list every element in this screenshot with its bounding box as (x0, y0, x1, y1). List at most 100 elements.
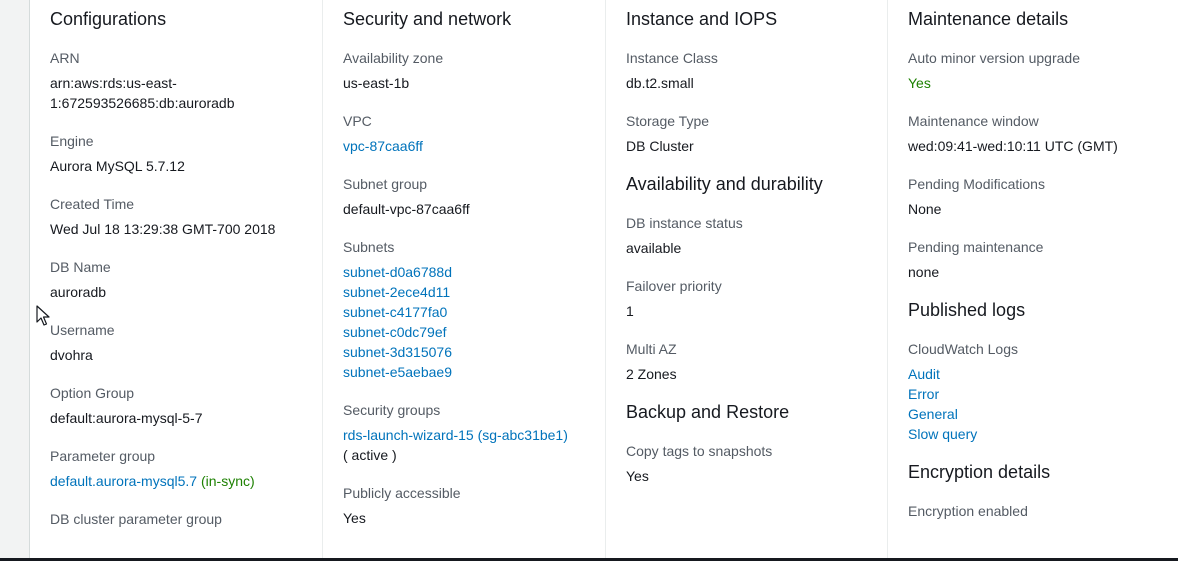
log-link-general[interactable]: General (908, 406, 958, 422)
arn-label: ARN (50, 50, 80, 66)
created-time-field: Created Time Wed Jul 18 13:29:38 GMT-700… (50, 195, 322, 239)
subnet-group-value: default-vpc-87caa6ff (343, 201, 470, 217)
pending-maintenance-field: Pending maintenance none (908, 238, 1178, 282)
engine-field: Engine Aurora MySQL 5.7.12 (50, 132, 322, 176)
subnet-group-label: Subnet group (343, 176, 428, 192)
subnet-link[interactable]: subnet-2ece4d11 (343, 284, 451, 300)
log-link-audit[interactable]: Audit (908, 366, 940, 382)
publicly-accessible-label: Publicly accessible (343, 485, 461, 501)
encryption-enabled-field: Encryption enabled (908, 502, 1178, 520)
parameter-group-status: (in-sync) (200, 473, 255, 489)
configurations-column: Configurations ARN arn:aws:rds:us-east- … (30, 0, 322, 558)
published-logs-title: Published logs (908, 300, 1026, 320)
instance-iops-title: Instance and IOPS (626, 9, 778, 29)
copy-tags-value: Yes (626, 468, 649, 484)
mouse-cursor-icon (36, 305, 50, 326)
auto-minor-upgrade-value: Yes (908, 75, 931, 91)
arn-field: ARN arn:aws:rds:us-east- 1:672593526685:… (50, 49, 322, 113)
copy-tags-field: Copy tags to snapshots Yes (626, 442, 887, 486)
multi-az-field: Multi AZ 2 Zones (626, 340, 887, 384)
subnet-link[interactable]: subnet-3d315076 (343, 344, 452, 360)
security-network-column: Security and network Availability zone u… (322, 0, 605, 558)
option-group-label: Option Group (50, 385, 135, 401)
subnet-group-field: Subnet group default-vpc-87caa6ff (343, 175, 605, 219)
arn-value: arn:aws:rds:us-east- 1:672593526685:db:a… (50, 73, 322, 113)
availability-durability-title: Availability and durability (626, 174, 823, 194)
subnet-link[interactable]: subnet-c0dc79ef (343, 324, 447, 340)
failover-priority-label: Failover priority (626, 278, 722, 294)
pending-modifications-field: Pending Modifications None (908, 175, 1178, 219)
availability-zone-field: Availability zone us-east-1b (343, 49, 605, 93)
security-group-link[interactable]: rds-launch-wizard-15 (sg-abc31be1) (343, 427, 568, 443)
parameter-group-value: default.aurora-mysql5.7 (in-sync) (50, 471, 322, 491)
subnet-link[interactable]: subnet-d0a6788d (343, 264, 452, 280)
engine-value: Aurora MySQL 5.7.12 (50, 158, 185, 174)
log-link-slow-query[interactable]: Slow query (908, 426, 978, 442)
vpc-field: VPC vpc-87caa6ff (343, 112, 605, 156)
storage-type-value: DB Cluster (626, 138, 694, 154)
created-time-value: Wed Jul 18 13:29:38 GMT-700 2018 (50, 221, 276, 237)
backup-restore-title: Backup and Restore (626, 402, 790, 422)
db-name-label: DB Name (50, 259, 111, 275)
subnets-label: Subnets (343, 239, 395, 255)
details-panel: Configurations ARN arn:aws:rds:us-east- … (29, 0, 1178, 558)
multi-az-value: 2 Zones (626, 366, 677, 382)
pending-modifications-value: None (908, 201, 942, 217)
created-time-label: Created Time (50, 196, 135, 212)
multi-az-label: Multi AZ (626, 341, 677, 357)
auto-minor-upgrade-field: Auto minor version upgrade Yes (908, 49, 1178, 93)
security-groups-value: rds-launch-wizard-15 (sg-abc31be1) ( act… (343, 425, 605, 465)
failover-priority-value: 1 (626, 303, 634, 319)
parameter-group-link[interactable]: default.aurora-mysql5.7 (50, 473, 198, 489)
failover-priority-field: Failover priority 1 (626, 277, 887, 321)
cloudwatch-logs-list: Audit Error General Slow query (908, 364, 1178, 444)
log-link-error[interactable]: Error (908, 386, 940, 402)
encryption-enabled-label: Encryption enabled (908, 503, 1028, 519)
cluster-parameter-group-field: DB cluster parameter group (50, 510, 322, 528)
instance-status-label: DB instance status (626, 215, 743, 231)
security-network-title: Security and network (343, 9, 512, 29)
parameter-group-field: Parameter group default.aurora-mysql5.7 … (50, 447, 322, 491)
security-groups-field: Security groups rds-launch-wizard-15 (sg… (343, 401, 605, 465)
instance-status-value: available (626, 240, 682, 256)
publicly-accessible-value: Yes (343, 510, 366, 526)
arn-value-line2: 1:672593526685:db:auroradb (50, 95, 235, 111)
security-groups-label: Security groups (343, 402, 441, 418)
bottom-border (0, 558, 1178, 561)
vpc-link[interactable]: vpc-87caa6ff (343, 138, 423, 154)
pending-modifications-label: Pending Modifications (908, 176, 1045, 192)
instance-class-field: Instance Class db.t2.small (626, 49, 887, 93)
instance-status-field: DB instance status available (626, 214, 887, 258)
maintenance-column: Maintenance details Auto minor version u… (887, 0, 1178, 558)
availability-zone-value: us-east-1b (343, 75, 410, 91)
storage-type-field: Storage Type DB Cluster (626, 112, 887, 156)
cluster-parameter-group-label: DB cluster parameter group (50, 511, 222, 527)
availability-zone-label: Availability zone (343, 50, 444, 66)
storage-type-label: Storage Type (626, 113, 710, 129)
instance-class-label: Instance Class (626, 50, 718, 66)
pending-maintenance-label: Pending maintenance (908, 239, 1044, 255)
pending-maintenance-value: none (908, 264, 940, 280)
maintenance-window-field: Maintenance window wed:09:41-wed:10:11 U… (908, 112, 1178, 156)
vpc-label: VPC (343, 113, 372, 129)
instance-class-value: db.t2.small (626, 75, 694, 91)
encryption-details-title: Encryption details (908, 462, 1051, 482)
subnet-link[interactable]: subnet-e5aebae9 (343, 364, 452, 380)
subnet-link[interactable]: subnet-c4177fa0 (343, 304, 448, 320)
db-name-value: auroradb (50, 284, 107, 300)
engine-label: Engine (50, 133, 94, 149)
db-name-field: DB Name auroradb (50, 258, 322, 302)
subnets-field: Subnets subnet-d0a6788d subnet-2ece4d11 … (343, 238, 605, 382)
instance-iops-column: Instance and IOPS Instance Class db.t2.s… (605, 0, 887, 558)
security-group-status: ( active ) (343, 447, 397, 463)
cloudwatch-logs-field: CloudWatch Logs Audit Error General Slow… (908, 340, 1178, 444)
configurations-title: Configurations (50, 9, 167, 29)
username-field: Username dvohra (50, 321, 322, 365)
maintenance-window-value: wed:09:41-wed:10:11 UTC (GMT) (908, 138, 1118, 154)
maintenance-window-label: Maintenance window (908, 113, 1039, 129)
publicly-accessible-field: Publicly accessible Yes (343, 484, 605, 528)
option-group-field: Option Group default:aurora-mysql-5-7 (50, 384, 322, 428)
option-group-value: default:aurora-mysql-5-7 (50, 410, 203, 426)
auto-minor-upgrade-label: Auto minor version upgrade (908, 50, 1080, 66)
maintenance-title: Maintenance details (908, 9, 1069, 29)
